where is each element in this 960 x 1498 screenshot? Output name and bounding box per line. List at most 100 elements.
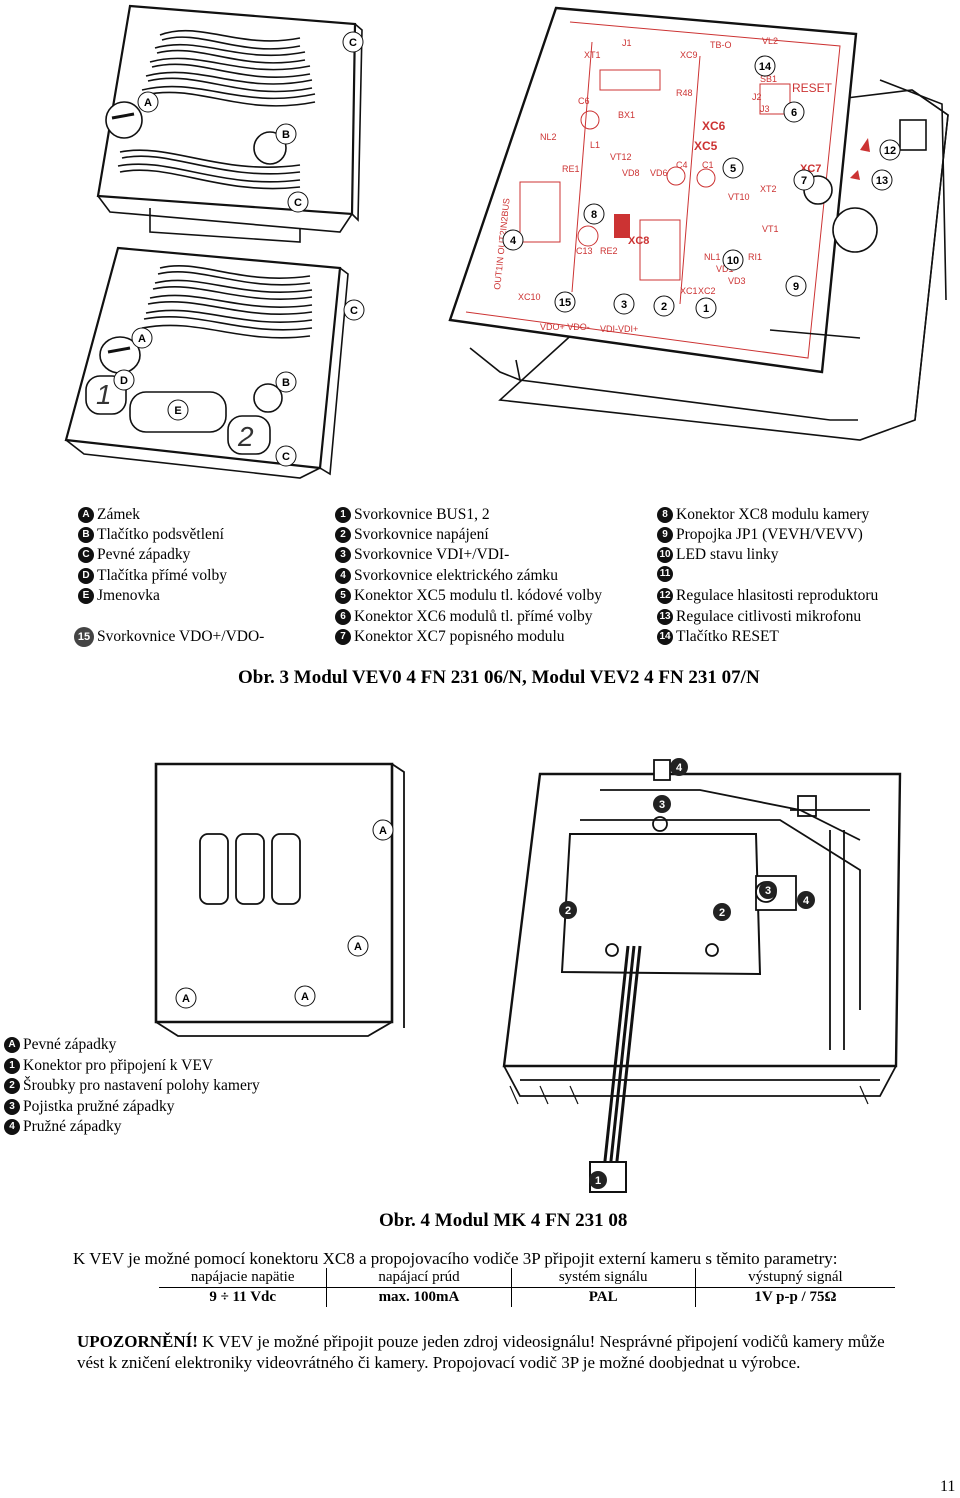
svg-text:C6: C6 bbox=[578, 96, 590, 106]
svg-text:E: E bbox=[174, 405, 181, 417]
warning-line-2: vést k zničení elektroniky videovrátného… bbox=[77, 1353, 801, 1372]
svg-text:A: A bbox=[138, 333, 146, 345]
svg-text:6: 6 bbox=[791, 107, 797, 119]
svg-text:2: 2 bbox=[565, 905, 571, 917]
svg-text:C: C bbox=[350, 305, 358, 317]
svg-text:A: A bbox=[379, 825, 387, 837]
table-cell: PAL bbox=[511, 1287, 696, 1307]
svg-text:XC5: XC5 bbox=[694, 139, 718, 153]
figure4-markers: A A A A 4 3 3 4 2 2 1 bbox=[175, 758, 815, 1189]
svg-text:A: A bbox=[144, 97, 152, 109]
svg-text:4: 4 bbox=[803, 895, 810, 907]
table-cell: max. 100mA bbox=[326, 1287, 512, 1307]
table-header-cell: napájací prúd bbox=[326, 1268, 512, 1288]
warning-line-1: UPOZORNĚNÍ! K VEV je možné připojit pouz… bbox=[77, 1332, 885, 1351]
svg-text:XC8: XC8 bbox=[628, 235, 649, 247]
svg-text:VT10: VT10 bbox=[728, 192, 750, 202]
svg-text:14: 14 bbox=[759, 61, 772, 73]
svg-text:VT1: VT1 bbox=[762, 224, 779, 234]
warning-label: UPOZORNĚNÍ! bbox=[77, 1332, 198, 1351]
svg-text:12: 12 bbox=[884, 145, 896, 157]
figure3-markers: C A B C C A D B E C 14 6 12 5 7 13 8 4 1… bbox=[113, 31, 901, 467]
svg-text:R48: R48 bbox=[676, 88, 693, 98]
svg-text:10: 10 bbox=[727, 255, 739, 267]
svg-text:C13: C13 bbox=[576, 246, 593, 256]
svg-text:3: 3 bbox=[659, 799, 665, 811]
figure3-drawing: 1 2 XT1 J1 XC9 TB-O VL2 SB1 RESET bbox=[64, 4, 949, 479]
svg-text:VDO+ VDO-: VDO+ VDO- bbox=[540, 322, 590, 332]
svg-text:J1: J1 bbox=[622, 38, 632, 48]
svg-text:3: 3 bbox=[765, 885, 771, 897]
svg-text:D: D bbox=[120, 375, 128, 387]
table-cell: 9 ÷ 11 Vdc bbox=[159, 1287, 328, 1307]
svg-text:BX1: BX1 bbox=[618, 110, 635, 120]
svg-text:15: 15 bbox=[559, 297, 571, 309]
svg-text:XT2: XT2 bbox=[760, 184, 777, 194]
table-header-row: napájacie napätie napájací prúd systém s… bbox=[159, 1268, 895, 1288]
svg-text:5: 5 bbox=[730, 163, 736, 175]
svg-text:VD3: VD3 bbox=[728, 276, 746, 286]
svg-text:3: 3 bbox=[621, 299, 627, 311]
svg-text:4: 4 bbox=[510, 235, 517, 247]
svg-text:RESET: RESET bbox=[792, 81, 833, 95]
page-number: 11 bbox=[940, 1478, 956, 1495]
svg-text:13: 13 bbox=[876, 175, 888, 187]
figure4-drawing: A A A A 4 3 3 4 2 2 1 bbox=[154, 758, 902, 1193]
svg-text:2: 2 bbox=[661, 301, 667, 313]
svg-text:B: B bbox=[282, 377, 290, 389]
camera-spec-table: napájacie napätie napájací prúd systém s… bbox=[159, 1268, 895, 1307]
svg-text:XC1: XC1 bbox=[680, 286, 698, 296]
svg-text:A: A bbox=[354, 941, 362, 953]
table-row: 9 ÷ 11 Vdc max. 100mA PAL 1V p-p / 75Ω bbox=[159, 1287, 895, 1307]
svg-text:XC6: XC6 bbox=[702, 119, 726, 133]
lower-front-panel bbox=[64, 246, 349, 479]
table-cell: 1V p-p / 75Ω bbox=[754, 1289, 837, 1305]
svg-text:9: 9 bbox=[793, 281, 799, 293]
camera-note: K VEV je možné pomocí konektoru XC8 a pr… bbox=[73, 1249, 838, 1268]
svg-text:VT12: VT12 bbox=[610, 152, 632, 162]
svg-text:C: C bbox=[349, 37, 357, 49]
svg-text:B: B bbox=[282, 129, 290, 141]
pcb-module bbox=[448, 6, 949, 441]
svg-text:2: 2 bbox=[719, 907, 725, 919]
key-1-glyph: 1 bbox=[96, 379, 112, 410]
svg-text:VDI-VDI+: VDI-VDI+ bbox=[600, 324, 638, 334]
svg-text:RI1: RI1 bbox=[748, 252, 762, 262]
svg-text:7: 7 bbox=[801, 175, 807, 187]
svg-text:VD1: VD1 bbox=[716, 264, 734, 274]
svg-text:4: 4 bbox=[676, 762, 683, 774]
svg-text:J3: J3 bbox=[760, 104, 770, 114]
table-header-cell: systém signálu bbox=[511, 1268, 696, 1288]
figure4-caption: Obr. 4 Modul MK 4 FN 231 08 bbox=[379, 1210, 628, 1231]
svg-text:J2: J2 bbox=[752, 92, 762, 102]
svg-text:VL2: VL2 bbox=[762, 36, 778, 46]
svg-text:SB1: SB1 bbox=[760, 74, 777, 84]
svg-text:XC2: XC2 bbox=[698, 286, 716, 296]
figure3-caption: Obr. 3 Modul VEV0 4 FN 231 06/N, Modul V… bbox=[238, 667, 760, 688]
svg-text:8: 8 bbox=[591, 209, 597, 221]
svg-text:VD8: VD8 bbox=[622, 168, 640, 178]
camera-module-back bbox=[502, 759, 902, 1193]
svg-text:RE2: RE2 bbox=[600, 246, 618, 256]
key-2-glyph: 2 bbox=[237, 421, 254, 452]
svg-text:VD6: VD6 bbox=[650, 168, 668, 178]
